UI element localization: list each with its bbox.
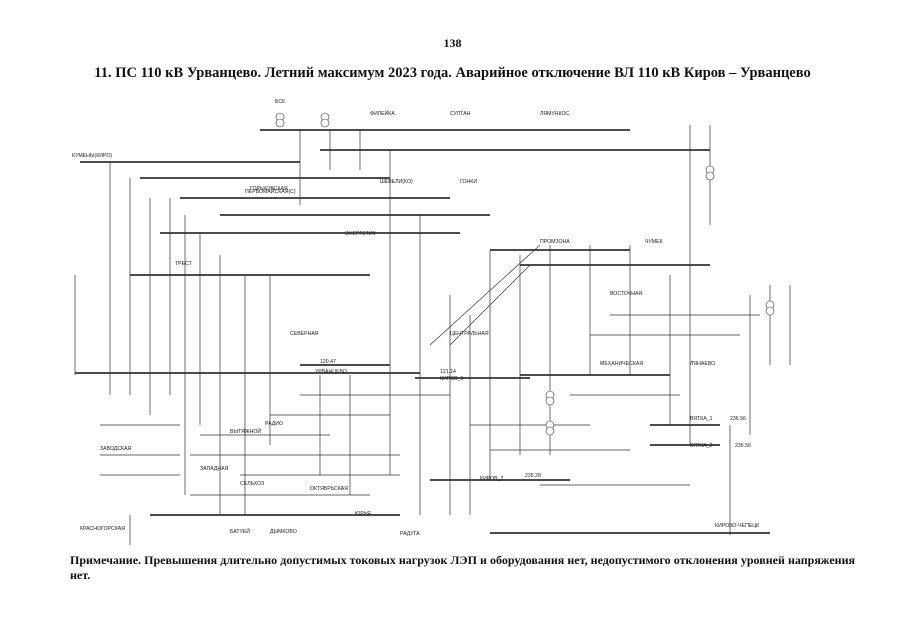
substation-label: РАДИО: [265, 421, 283, 427]
busbar-labels: БСК КУМЕНЫ(КИРО) ПЕРВОМАЙСКАЯ(С) ШЕВЕЛИ(…: [72, 99, 759, 537]
substation-label: ПРОМЗОНА: [540, 239, 570, 245]
substation-label: ТРЕСТ: [175, 261, 193, 267]
substation-label: СЕЛЬХОЗ: [240, 481, 264, 487]
substation-label: ОКТЯБРЬСКАЯ: [310, 486, 348, 492]
substation-label: УРВАНЦЕВО: [315, 369, 347, 375]
substation-label: ЭНЕРГЕТИК: [345, 231, 376, 237]
substation-label: КИРОВ_2: [480, 476, 503, 482]
substation-label: ПЕРВОМАЙСКАЯ(С): [245, 187, 296, 195]
page-number: 138: [443, 36, 462, 50]
substation-label: ВЫТЯЖНОЙ: [230, 427, 261, 435]
substation-label: ШЕВЕЛИ(КО): [380, 179, 413, 185]
substation-label: ГОРЬКОВСКАЯ: [250, 186, 288, 192]
busbar-voltage: 120.47: [320, 359, 336, 365]
substation-label: ЗАВОДСКАЯ: [100, 446, 132, 452]
footnote: Примечание. Превышения длительно допусти…: [70, 553, 855, 582]
substation-label: ВЯТКА_1: [690, 416, 713, 422]
substation-label: ВЯТКА_2: [690, 443, 713, 449]
page-title: 11. ПС 110 кВ Урванцево. Летний максимум…: [94, 65, 811, 81]
substation-label: МЕХАНИЧЕСКАЯ: [600, 361, 643, 367]
substation-label: КИРОВО-ЧЕПЕЦК: [715, 523, 759, 529]
power-network-diagram: БСК КУМЕНЫ(КИРО) ПЕРВОМАЙСКАЯ(С) ШЕВЕЛИ(…: [72, 99, 791, 545]
substation-label: ЦЕНТРАЛЬНАЯ: [450, 331, 489, 337]
substation-label: ГОНКИ: [460, 179, 477, 185]
substation-label: ЮРЬЯ: [355, 511, 371, 517]
substation-label: СУЛТАН: [450, 111, 471, 117]
substation-label: КИРОВ_1: [440, 376, 463, 382]
busbar-voltage: 121.14: [440, 369, 456, 375]
substation-label: БАТУЕЙ: [230, 527, 250, 535]
substation-label: СЕВЕРНАЯ: [290, 331, 319, 337]
substation-label: ВОСТОЧНАЯ: [610, 291, 642, 297]
substation-label: ЛЯНАЕВО: [690, 361, 715, 367]
substation-label: КУМЕНЫ(КИРО): [72, 153, 112, 159]
substation-label: КРАСНОГОРСКАЯ: [80, 526, 125, 532]
substation-label: БСК: [275, 99, 285, 105]
busbar-voltage: 236.56: [730, 416, 746, 422]
substation-label: ЧУМЕК: [645, 239, 663, 245]
substation-label: ЗАПАДНАЯ: [200, 466, 229, 472]
substation-label: РАДУГА: [400, 531, 420, 537]
busbar-voltage: 236.56: [735, 443, 751, 449]
substation-label: ФИЛЕЙКА: [370, 109, 395, 117]
substation-label: ДЫМКОВО: [270, 529, 297, 535]
busbar-voltage: 235.28: [525, 473, 541, 479]
substation-label: ЛЯМУНКОС: [540, 111, 570, 117]
